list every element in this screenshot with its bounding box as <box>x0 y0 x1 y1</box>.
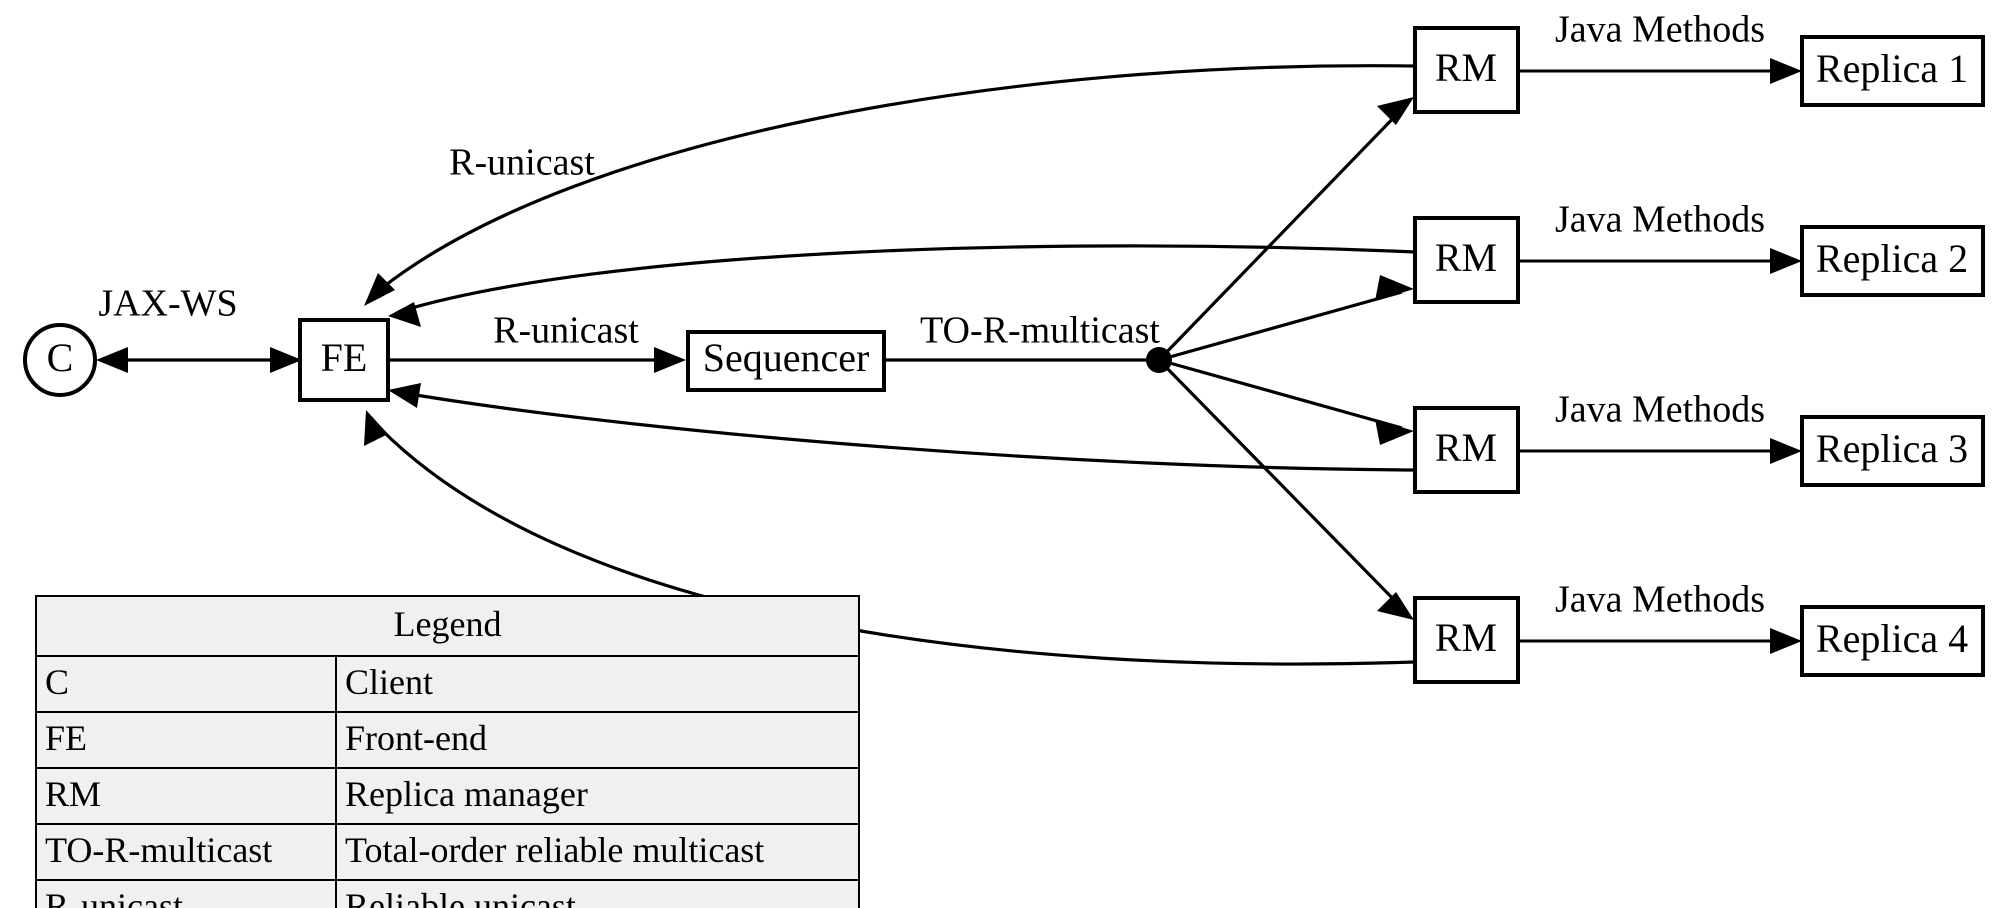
node-replica-1-label: Replica 1 <box>1816 46 1968 91</box>
legend-row: RM Replica manager <box>35 767 861 825</box>
node-replica-3 <box>1800 415 1985 487</box>
edge-label-multicast: TO-R-multicast <box>920 310 1160 352</box>
node-client-label: C <box>47 335 74 380</box>
legend-term: TO-R-multicast <box>35 823 337 881</box>
arrowhead-multicast-rm-3 <box>1375 419 1414 445</box>
edge-label-return-unicast: R-unicast <box>449 142 595 184</box>
edge-multicast-rm-1 <box>1157 105 1406 362</box>
legend-row: C Client <box>35 655 861 713</box>
legend-description: Replica manager <box>334 767 861 825</box>
edge-return-unicast-rm-3 <box>397 390 1416 472</box>
node-rm-1-label: RM <box>1435 45 1497 90</box>
edge-label-java-methods-2: Java Methods <box>1555 199 1765 241</box>
arrowhead-multicast-rm-2 <box>1375 275 1414 301</box>
legend-term: FE <box>35 711 337 769</box>
legend-title-row: Legend <box>34 595 861 657</box>
edge-label-jax-ws: JAX-WS <box>98 283 237 325</box>
arrowhead-to-sequencer <box>654 347 686 373</box>
arrowhead-return-rm-2 <box>388 302 421 327</box>
edge-return-unicast-rm-1 <box>370 64 1416 298</box>
node-rm-2 <box>1413 216 1520 304</box>
legend-description: Total-order reliable multicast <box>334 823 861 881</box>
legend-term: C <box>35 655 337 713</box>
edge-label-java-methods-1: Java Methods <box>1555 9 1765 51</box>
legend-term: R-unicast <box>35 879 337 908</box>
edge-label-frontend-sequencer: R-unicast <box>493 310 639 352</box>
node-sequencer-label: Sequencer <box>703 335 870 380</box>
edge-label-java-methods-4: Java Methods <box>1555 579 1765 621</box>
legend-row: TO-R-multicast Total-order reliable mult… <box>35 823 861 881</box>
node-client <box>23 323 97 397</box>
arrowhead-to-frontend <box>270 347 302 373</box>
legend-description: Client <box>334 655 861 713</box>
node-rm-4-label: RM <box>1435 615 1497 660</box>
legend-row: FE Front-end <box>35 711 861 769</box>
legend-term: RM <box>35 767 337 825</box>
node-rm-3-label: RM <box>1435 425 1497 470</box>
legend-description: Front-end <box>334 711 861 769</box>
arrowhead-return-rm-3 <box>388 383 421 408</box>
node-replica-1 <box>1800 35 1985 107</box>
arrowhead-return-rm-4 <box>364 410 388 446</box>
edge-return-unicast-rm-2 <box>397 244 1416 314</box>
edge-multicast-rm-2 <box>1158 290 1403 362</box>
legend-title: Legend <box>34 595 861 657</box>
arrowhead-rm-1-replica-1 <box>1770 58 1802 84</box>
arrowhead-multicast-rm-4 <box>1377 592 1414 620</box>
arrowhead-rm-3-replica-3 <box>1770 438 1802 464</box>
node-replica-2 <box>1800 225 1985 297</box>
edge-multicast-rm-4 <box>1157 358 1406 612</box>
arrowhead-return-rm-1 <box>364 273 395 306</box>
node-replica-3-label: Replica 3 <box>1816 426 1968 471</box>
node-replica-2-label: Replica 2 <box>1816 236 1968 281</box>
node-sequencer <box>686 330 886 392</box>
legend-description: Reliable unicast <box>334 879 861 908</box>
arrowhead-multicast-rm-1 <box>1377 97 1414 125</box>
node-replica-4-label: Replica 4 <box>1816 616 1968 661</box>
arrowhead-to-client <box>96 347 128 373</box>
arrowhead-rm-4-replica-4 <box>1770 628 1802 654</box>
legend-table: Legend C Client FE Front-end RM Replica … <box>34 595 861 908</box>
node-replica-4 <box>1800 605 1985 677</box>
node-frontend-label: FE <box>321 335 368 380</box>
legend-row: R-unicast Reliable unicast <box>35 879 861 908</box>
node-rm-2-label: RM <box>1435 235 1497 280</box>
edge-label-java-methods-3: Java Methods <box>1555 389 1765 431</box>
node-frontend <box>298 318 390 402</box>
edge-multicast-rm-3 <box>1158 358 1403 430</box>
node-rm-3 <box>1413 406 1520 494</box>
arrowhead-rm-2-replica-2 <box>1770 248 1802 274</box>
